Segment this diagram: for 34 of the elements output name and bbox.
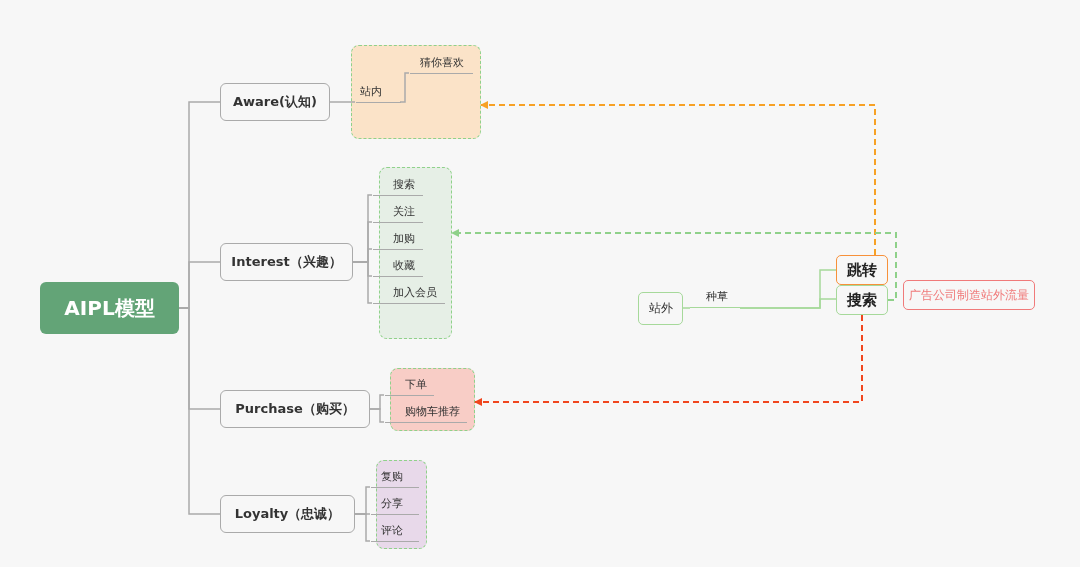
arrow: [480, 101, 876, 256]
connector-line: [739, 298, 837, 309]
arrow: [474, 314, 863, 406]
stage-box: Aware(认知): [220, 83, 330, 121]
connector-line: [399, 72, 410, 103]
branch-label: 猜你喜欢: [410, 56, 473, 74]
label-box: 搜索: [836, 285, 888, 315]
branch-label: 分享: [371, 497, 419, 515]
branch-label: 搜索: [373, 178, 423, 196]
connector-line: [682, 307, 691, 309]
label-box: 广告公司制造站外流量: [903, 280, 1035, 310]
arrow: [451, 229, 897, 301]
branch-label: 评论: [371, 524, 419, 542]
connector-line: [329, 101, 356, 103]
branch-label: 复购: [371, 470, 419, 488]
branch-label: 站内: [356, 85, 401, 103]
stage-box: Interest（兴趣）: [220, 243, 353, 281]
branch-label: 购物车推荐: [385, 405, 467, 423]
branch-label: 下单: [385, 378, 434, 396]
branch-label: 加入会员: [373, 286, 445, 304]
branch-label: 种草: [690, 290, 740, 308]
root-box: AIPL模型: [40, 282, 179, 334]
stage-box: Purchase（购买）: [220, 390, 370, 428]
connector-line: [178, 307, 221, 515]
label-box: 跳转: [836, 255, 888, 285]
branch-label: 收藏: [373, 259, 423, 277]
connector-line: [354, 513, 371, 542]
connector-line: [352, 261, 373, 304]
stage-box: Loyalty（忠诚）: [220, 495, 355, 533]
branch-label: 关注: [373, 205, 423, 223]
dashed-group-box: [351, 45, 481, 139]
branch-label: 加购: [373, 232, 423, 250]
label-box: 站外: [638, 292, 683, 325]
connector-line: [369, 408, 385, 423]
